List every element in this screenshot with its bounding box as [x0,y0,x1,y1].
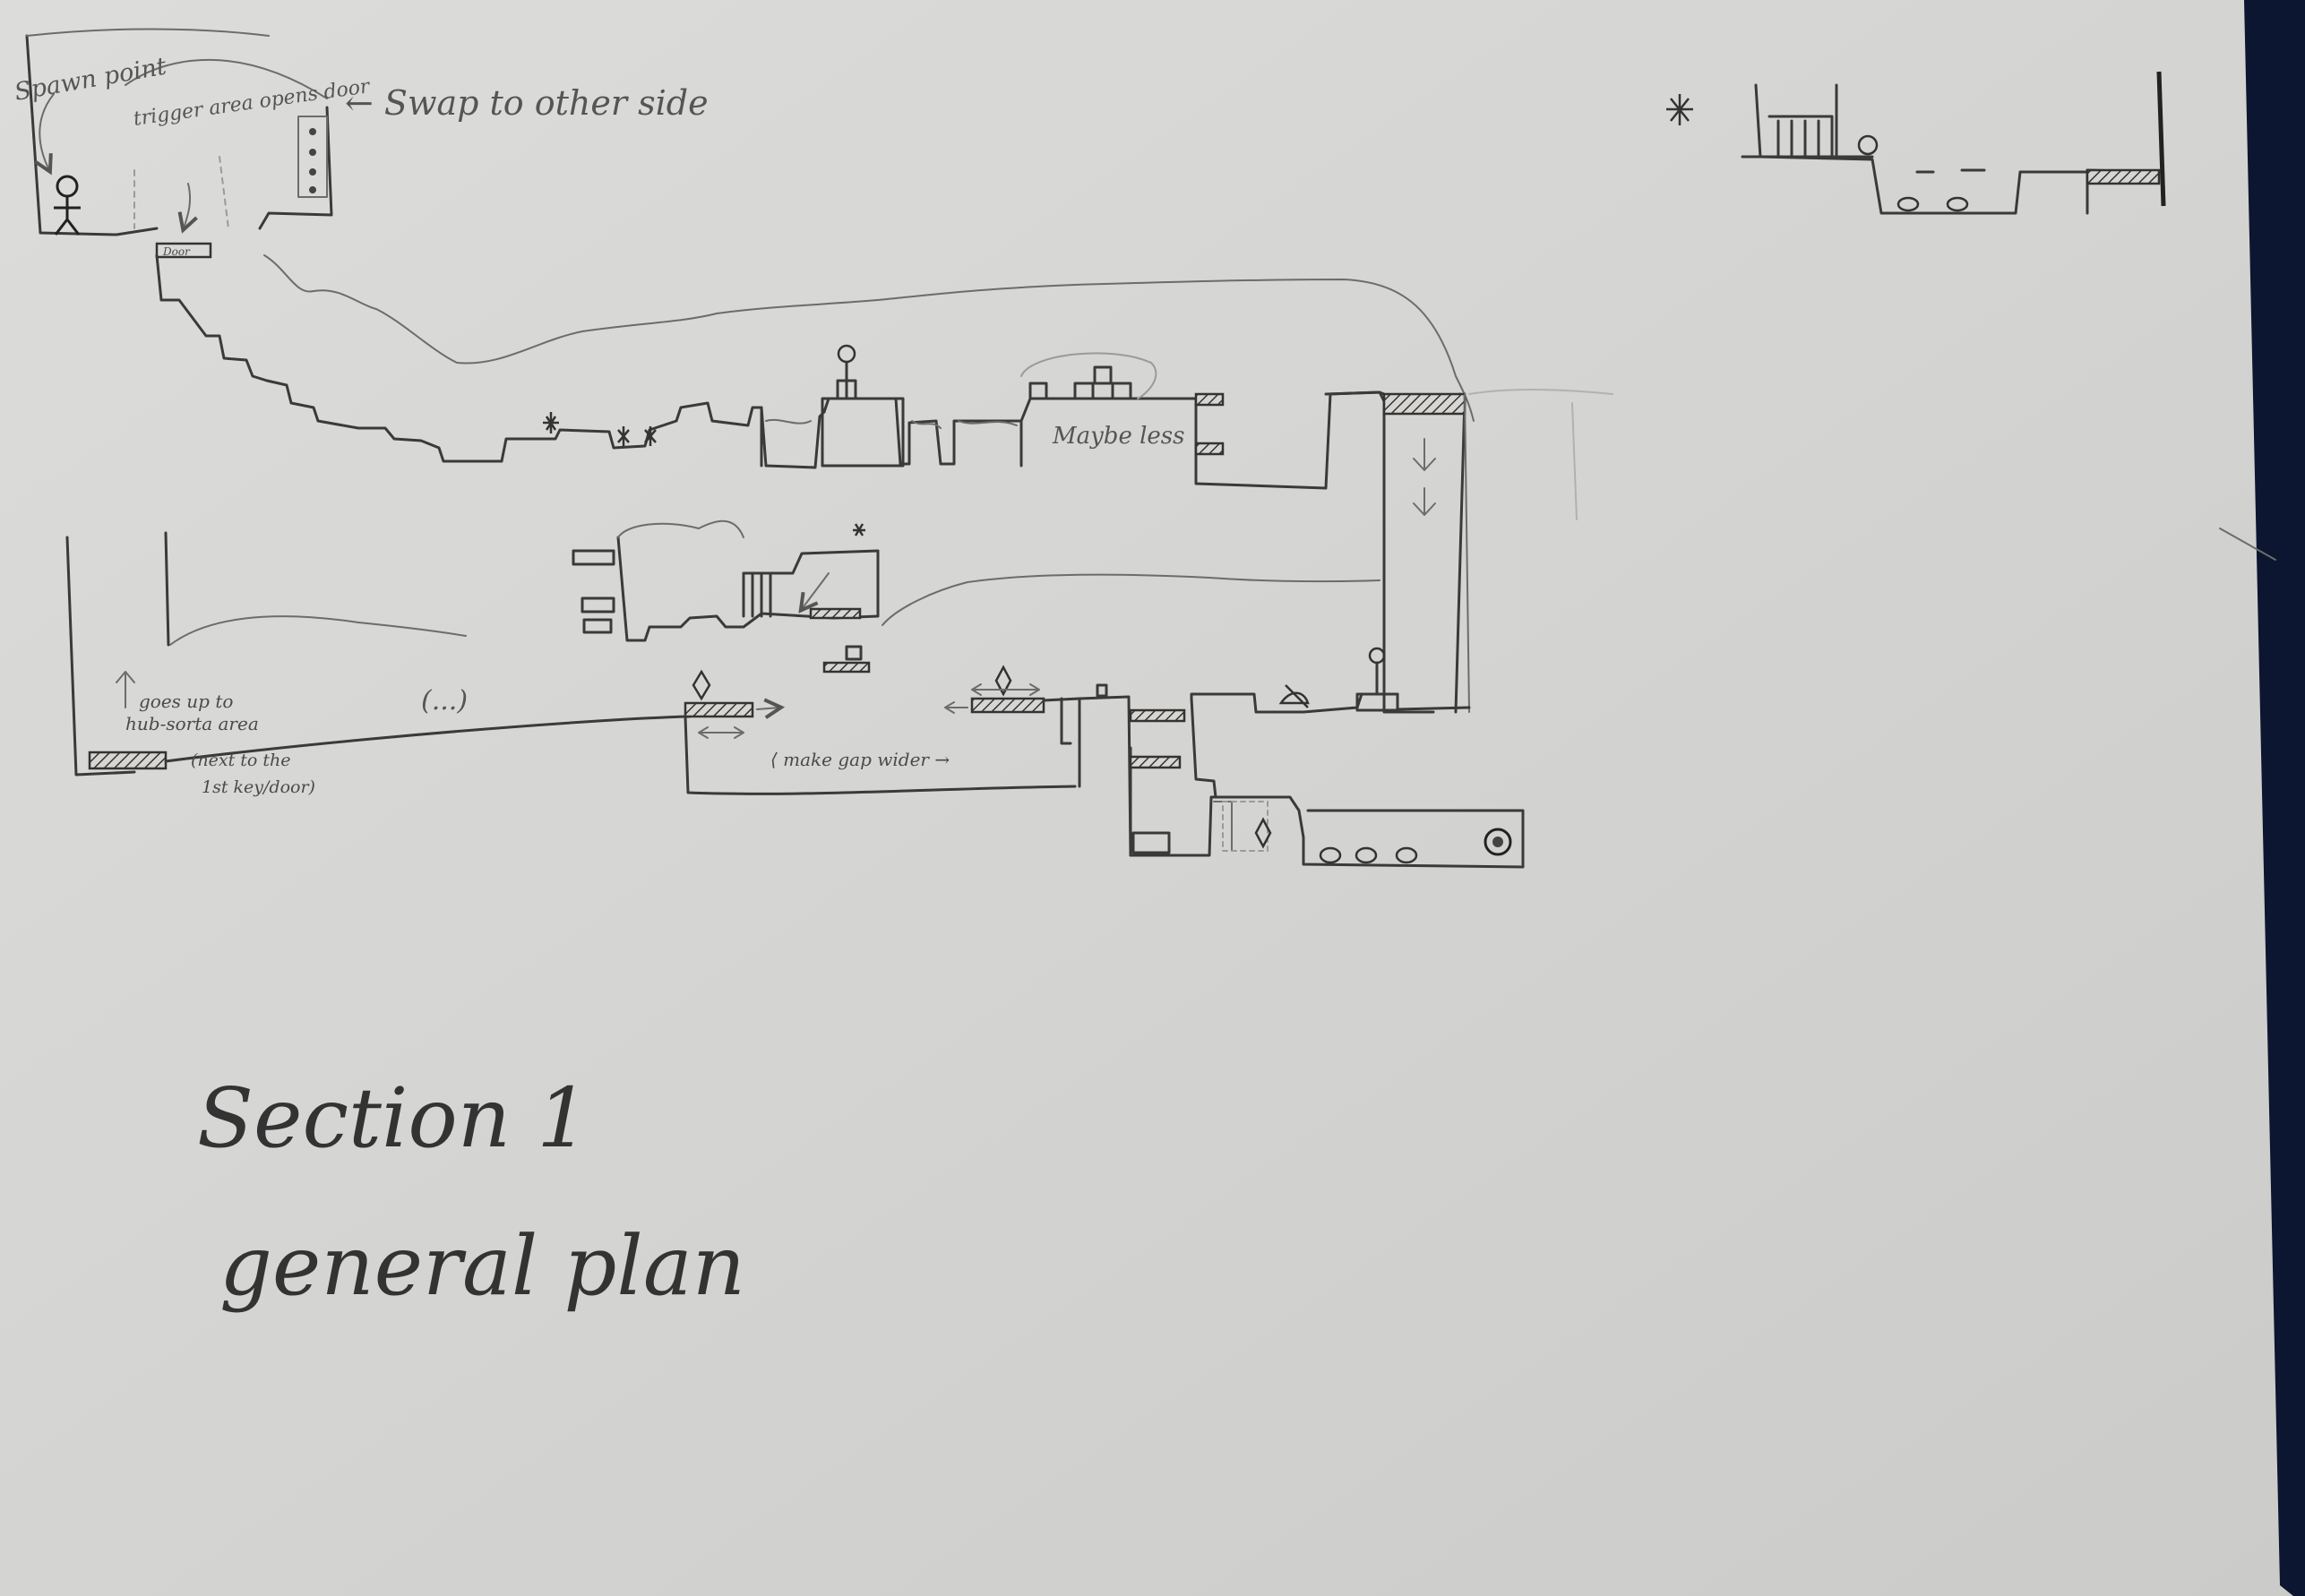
hub-area-label: hub-sorta area [125,713,259,734]
ellipsis-label: (...) [421,685,468,716]
make-gap-label: ⟨ make gap wider → [770,749,950,770]
next-to-label: (next to the [191,751,291,770]
swap-label: ← Swap to other side [345,83,709,123]
door-label: Door [162,245,191,258]
goes-up-label: goes up to [139,691,233,712]
section-title: Section 1 [197,1070,589,1166]
key-door-label: 1st key/door) [202,777,315,797]
section-subtitle: general plan [219,1218,745,1314]
maybe-less-label: Maybe less [1052,423,1185,450]
